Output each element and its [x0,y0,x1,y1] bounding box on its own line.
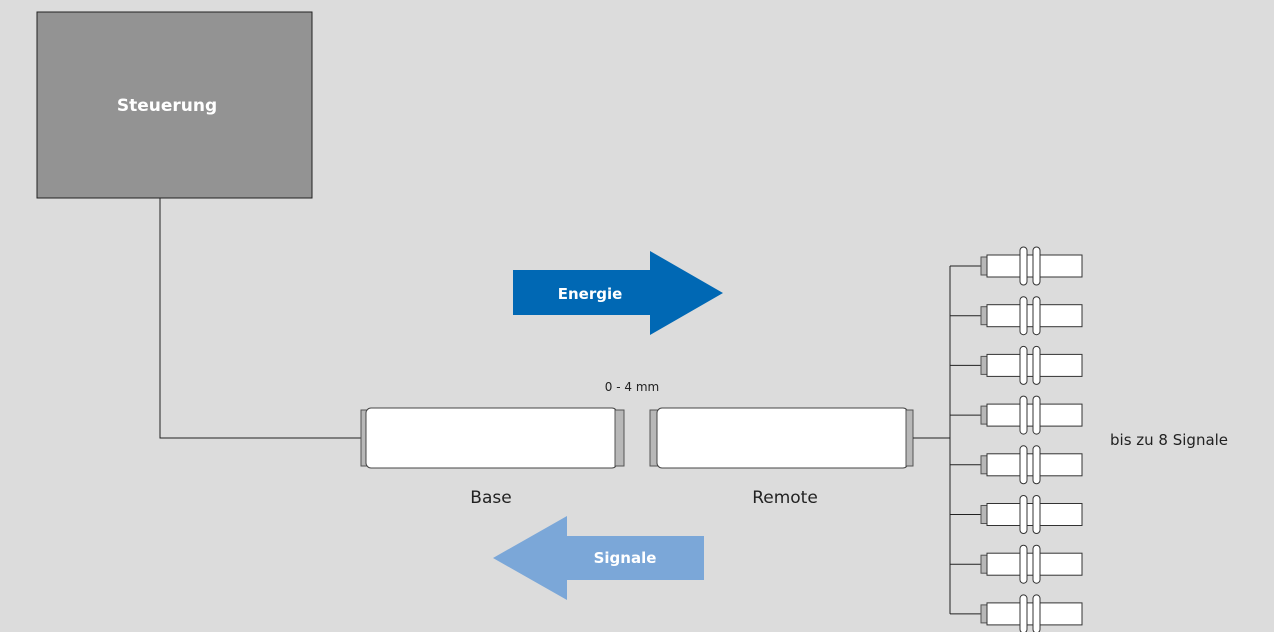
signal-arrow-shape [493,516,704,600]
sensor-nut [1032,445,1041,485]
controller-cable [159,198,362,439]
sensor-nut [1032,544,1041,584]
sensor-nut [1019,594,1028,632]
remote-right-cap [905,409,914,467]
base-body [365,407,618,469]
sensor-nut [1019,544,1028,584]
controller-label: Steuerung [117,96,217,116]
sensor-nut [1019,395,1028,435]
sensor-nut [1032,296,1041,336]
sensor-group [949,246,1083,632]
sensor-count-label: bis zu 8 Signale [1110,431,1228,449]
sensor-nut [1019,296,1028,336]
remote-module: Remote [649,407,914,508]
sensor-nut [1032,345,1041,385]
sensor-nut [1019,445,1028,485]
sensor-nut [1032,246,1041,286]
energy-arrow: Energie [513,251,723,335]
gap-label: 0 - 4 mm [605,380,659,394]
sensor-nut [1032,395,1041,435]
controller: Steuerung [36,11,313,199]
signal-arrow-label: Signale [594,549,657,567]
remote-body [656,407,909,469]
base-module: Base [360,407,625,508]
sensor-nut [1032,594,1041,632]
remote-label: Remote [752,488,818,508]
sensor-nut [1019,495,1028,534]
controller-box [36,11,313,199]
base-label: Base [470,488,511,508]
sensor-nut [1019,246,1028,286]
sensor-nut [1019,345,1028,385]
base-right-cap [614,409,625,467]
sensor-nut [1032,495,1041,534]
signal-arrow: Signale [493,516,704,600]
energy-arrow-shape [513,251,723,335]
energy-arrow-label: Energie [558,285,623,303]
